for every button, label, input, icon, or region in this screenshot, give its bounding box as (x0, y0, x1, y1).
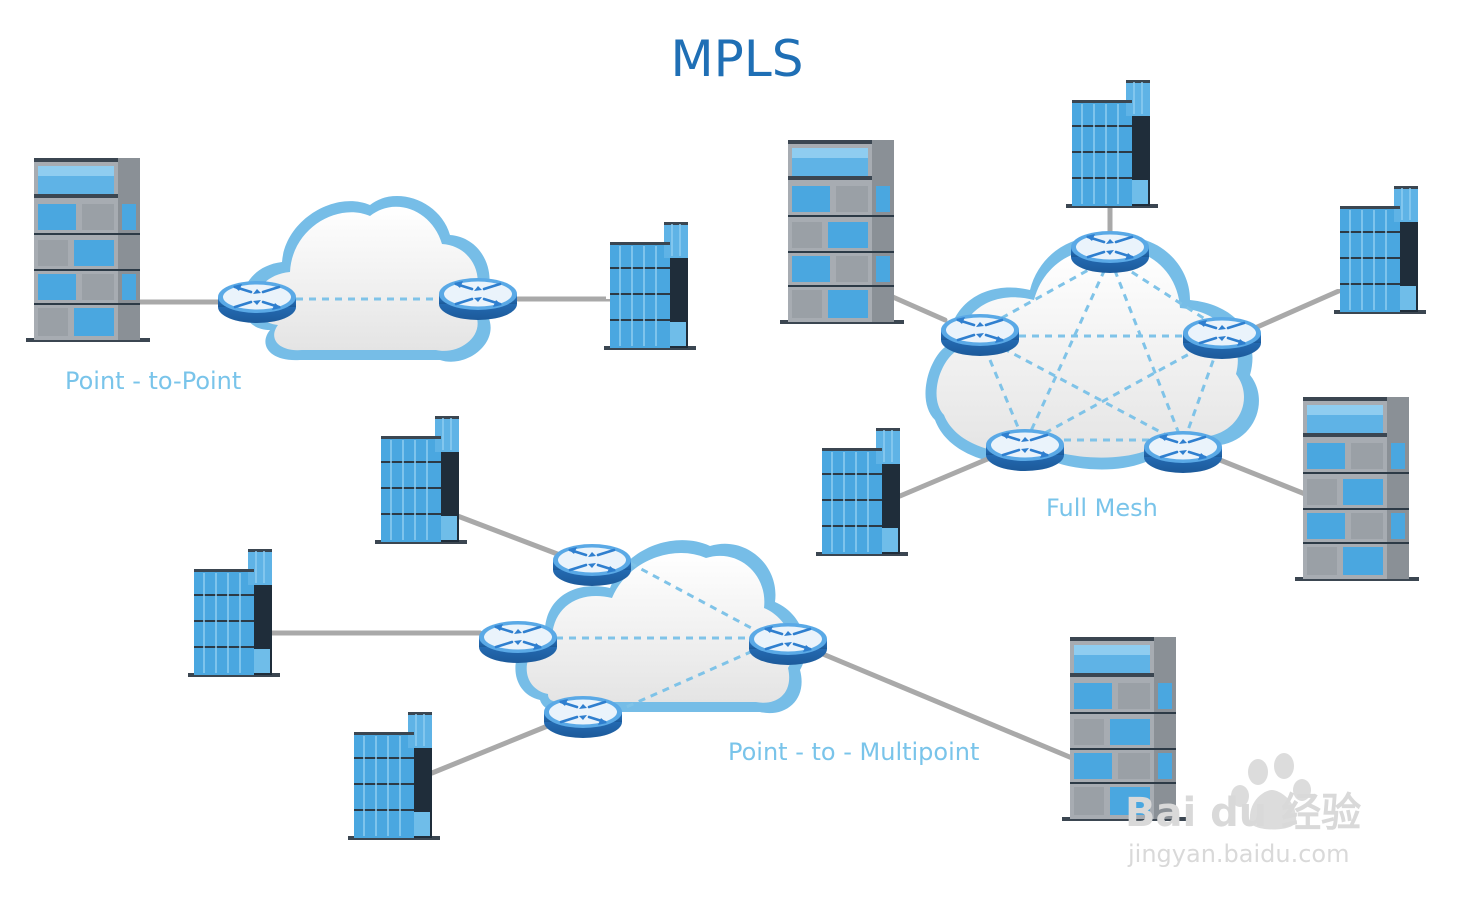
diagram-title: MPLS (671, 30, 804, 88)
tower-building-icon (374, 415, 468, 545)
link-building-to-router (452, 512, 563, 558)
office-building-icon (779, 139, 905, 325)
tower-building-icon (187, 548, 281, 678)
link-building-to-router (429, 722, 553, 776)
tower-building-icon (1333, 185, 1427, 315)
link-building-to-router (897, 455, 993, 499)
office-building-icon (1294, 396, 1420, 582)
router-icon (747, 621, 829, 667)
router-icon (551, 542, 633, 588)
link-router-to-building (815, 649, 1075, 761)
tower-building-icon (1065, 79, 1159, 209)
watermark: Bai du 经验 jingyan.baidu.com (1125, 753, 1361, 868)
router-icon (477, 619, 559, 665)
baidu-paw-logo-icon (1231, 753, 1311, 830)
office-building-icon (25, 157, 151, 343)
point-to-multipoint-group: Point - to - Multipoint (187, 415, 1187, 841)
caption-full-mesh: Full Mesh (1046, 494, 1158, 522)
cloud-icon (515, 540, 806, 714)
full-mesh-group: Full Mesh (779, 79, 1427, 582)
router-icon (1069, 229, 1151, 275)
router-icon (542, 694, 624, 740)
router-icon (216, 279, 298, 325)
router-icon (1142, 429, 1224, 475)
watermark-brand: Bai du 经验 (1125, 790, 1361, 836)
tower-building-icon (603, 221, 697, 351)
tower-building-icon (347, 711, 441, 841)
router-icon (984, 427, 1066, 473)
link-building-to-router (883, 291, 948, 323)
link-router-to-building (1212, 455, 1308, 497)
caption-point-to-point: Point - to-Point (65, 367, 241, 395)
link-router-to-building (1252, 283, 1353, 331)
watermark-url: jingyan.baidu.com (1127, 840, 1349, 868)
hub-virtual-links (556, 561, 756, 714)
caption-point-to-multipoint: Point - to - Multipoint (728, 738, 979, 766)
cloud-icon (242, 196, 491, 362)
tower-building-icon (815, 427, 909, 557)
router-icon (939, 312, 1021, 358)
router-icon (1181, 315, 1263, 361)
point-to-point-group: Point - to-Point (25, 157, 697, 395)
router-icon (437, 276, 519, 322)
